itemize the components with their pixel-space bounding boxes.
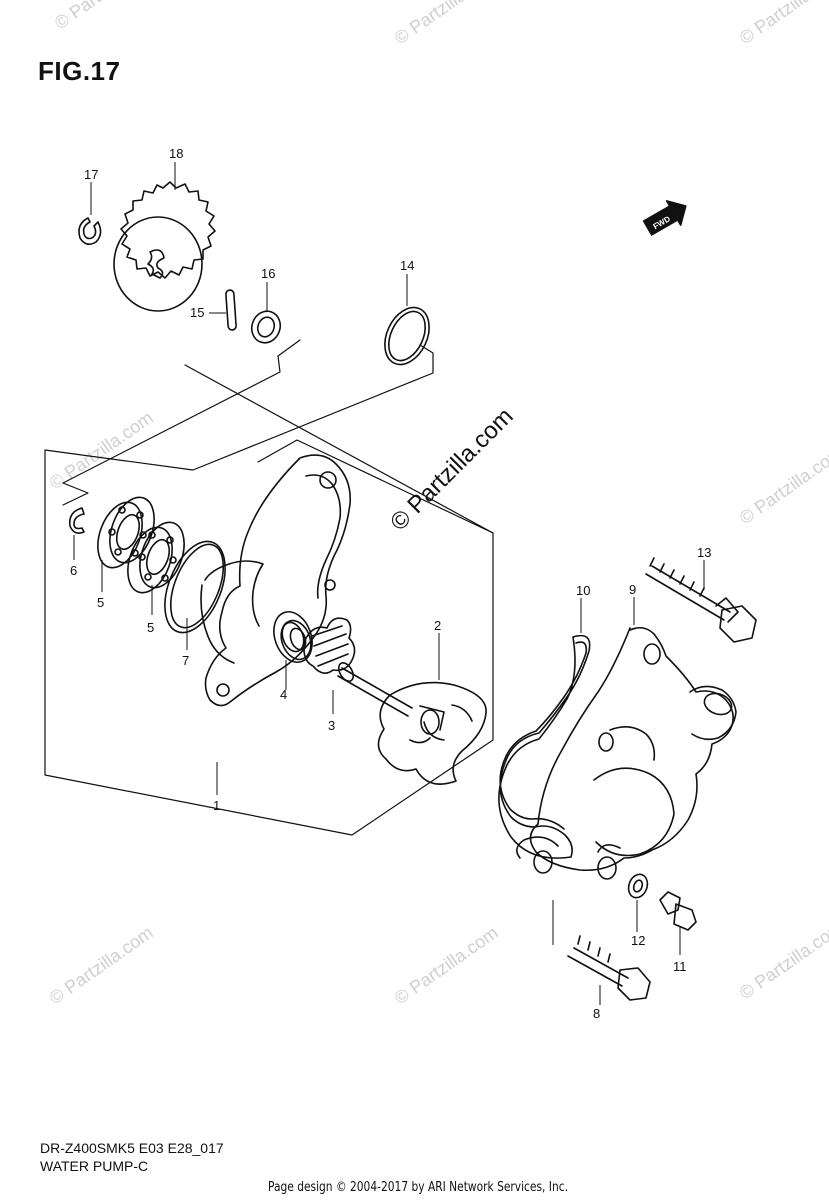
circlip-15 — [78, 217, 102, 246]
callout-13: 13 — [697, 545, 711, 560]
watermark-center: © Partzilla.com — [385, 403, 518, 536]
watermark-tile: © Partzilla.com — [736, 442, 829, 528]
watermark-tile: © Partzilla.com — [391, 0, 502, 48]
callout-10: 11 — [673, 959, 687, 974]
watermark-tile: © Partzilla.com — [736, 0, 829, 48]
impeller-shaft-2 — [337, 662, 487, 785]
callout-18: 15 — [190, 305, 204, 320]
circlip-6 — [68, 507, 85, 534]
washer-11 — [627, 873, 649, 899]
leader-lines — [73, 162, 705, 1005]
washer-17 — [250, 310, 282, 344]
callout-7: 7 — [182, 653, 189, 668]
pin-18 — [225, 289, 237, 331]
seal-4 — [280, 619, 312, 661]
figure-title: FIG.17 — [38, 56, 121, 86]
bolt-12 — [567, 935, 651, 1001]
gasket-9 — [498, 634, 591, 859]
figure-code: DR-Z400SMK5 E03 E28_017 — [40, 1140, 224, 1156]
o-ring-14 — [384, 306, 430, 366]
copyright-footer: Page design © 2004-2017 by ARI Network S… — [268, 1180, 568, 1195]
callout-2: 2 — [434, 618, 441, 633]
watermark-tile: © Partzilla.com — [46, 407, 157, 493]
callout-12: 8 — [593, 1006, 600, 1021]
callout-4: 4 — [280, 687, 287, 702]
callout-17: 16 — [261, 266, 275, 281]
callout-15: 17 — [84, 167, 98, 182]
bearing-5a — [97, 496, 155, 569]
callout-14: 14 — [400, 258, 414, 273]
watermark-tiles: © Partzilla.com © Partzilla.com © Partzi… — [46, 0, 829, 1008]
callout-9: 10 — [576, 583, 590, 598]
callout-numbers: 18 17 15 16 14 6 5 5 7 2 4 3 1 10 9 13 1… — [70, 146, 711, 1021]
callout-5b: 5 — [147, 620, 154, 635]
watermark-tile: © Partzilla.com — [736, 917, 829, 1003]
assembly-outline-1b — [44, 344, 494, 836]
watermark-tile: © Partzilla.com — [391, 922, 502, 1008]
callout-6: 6 — [70, 563, 77, 578]
bolt-10 — [659, 891, 697, 931]
callout-16: 18 — [169, 146, 183, 161]
pump-cover-8 — [516, 626, 737, 880]
assembly-outline-1 — [62, 339, 301, 506]
mechanical-seal-3 — [303, 617, 356, 674]
o-ring-7 — [164, 540, 226, 634]
sprocket-gear-16 — [113, 181, 216, 312]
figure-name: WATER PUMP-C — [40, 1158, 149, 1174]
callout-5a: 5 — [97, 595, 104, 610]
callout-8: 9 — [629, 582, 636, 597]
watermark-tile: © Partzilla.com — [51, 0, 162, 33]
assembly-outline-1c — [257, 439, 494, 534]
bearing-5b — [127, 521, 185, 594]
watermark-tile: © Partzilla.com — [46, 922, 157, 1008]
callout-11: 12 — [631, 933, 645, 948]
fwd-arrow — [642, 200, 687, 236]
bolt-13 — [645, 557, 757, 643]
callout-3: 3 — [328, 718, 335, 733]
callout-1: 1 — [213, 798, 220, 813]
